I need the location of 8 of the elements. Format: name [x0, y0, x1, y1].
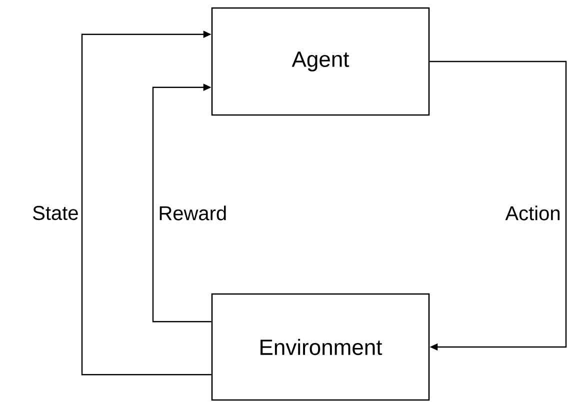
arrow: [430, 60, 567, 351]
edge-label: Reward: [160, 206, 226, 220]
arrow: [81, 30, 212, 376]
edge-label: Action: [505, 206, 560, 220]
edge-label: State: [33, 206, 78, 220]
process-box: Agent: [211, 7, 430, 116]
process-box: Environment: [211, 293, 430, 401]
arrow: [152, 84, 212, 322]
